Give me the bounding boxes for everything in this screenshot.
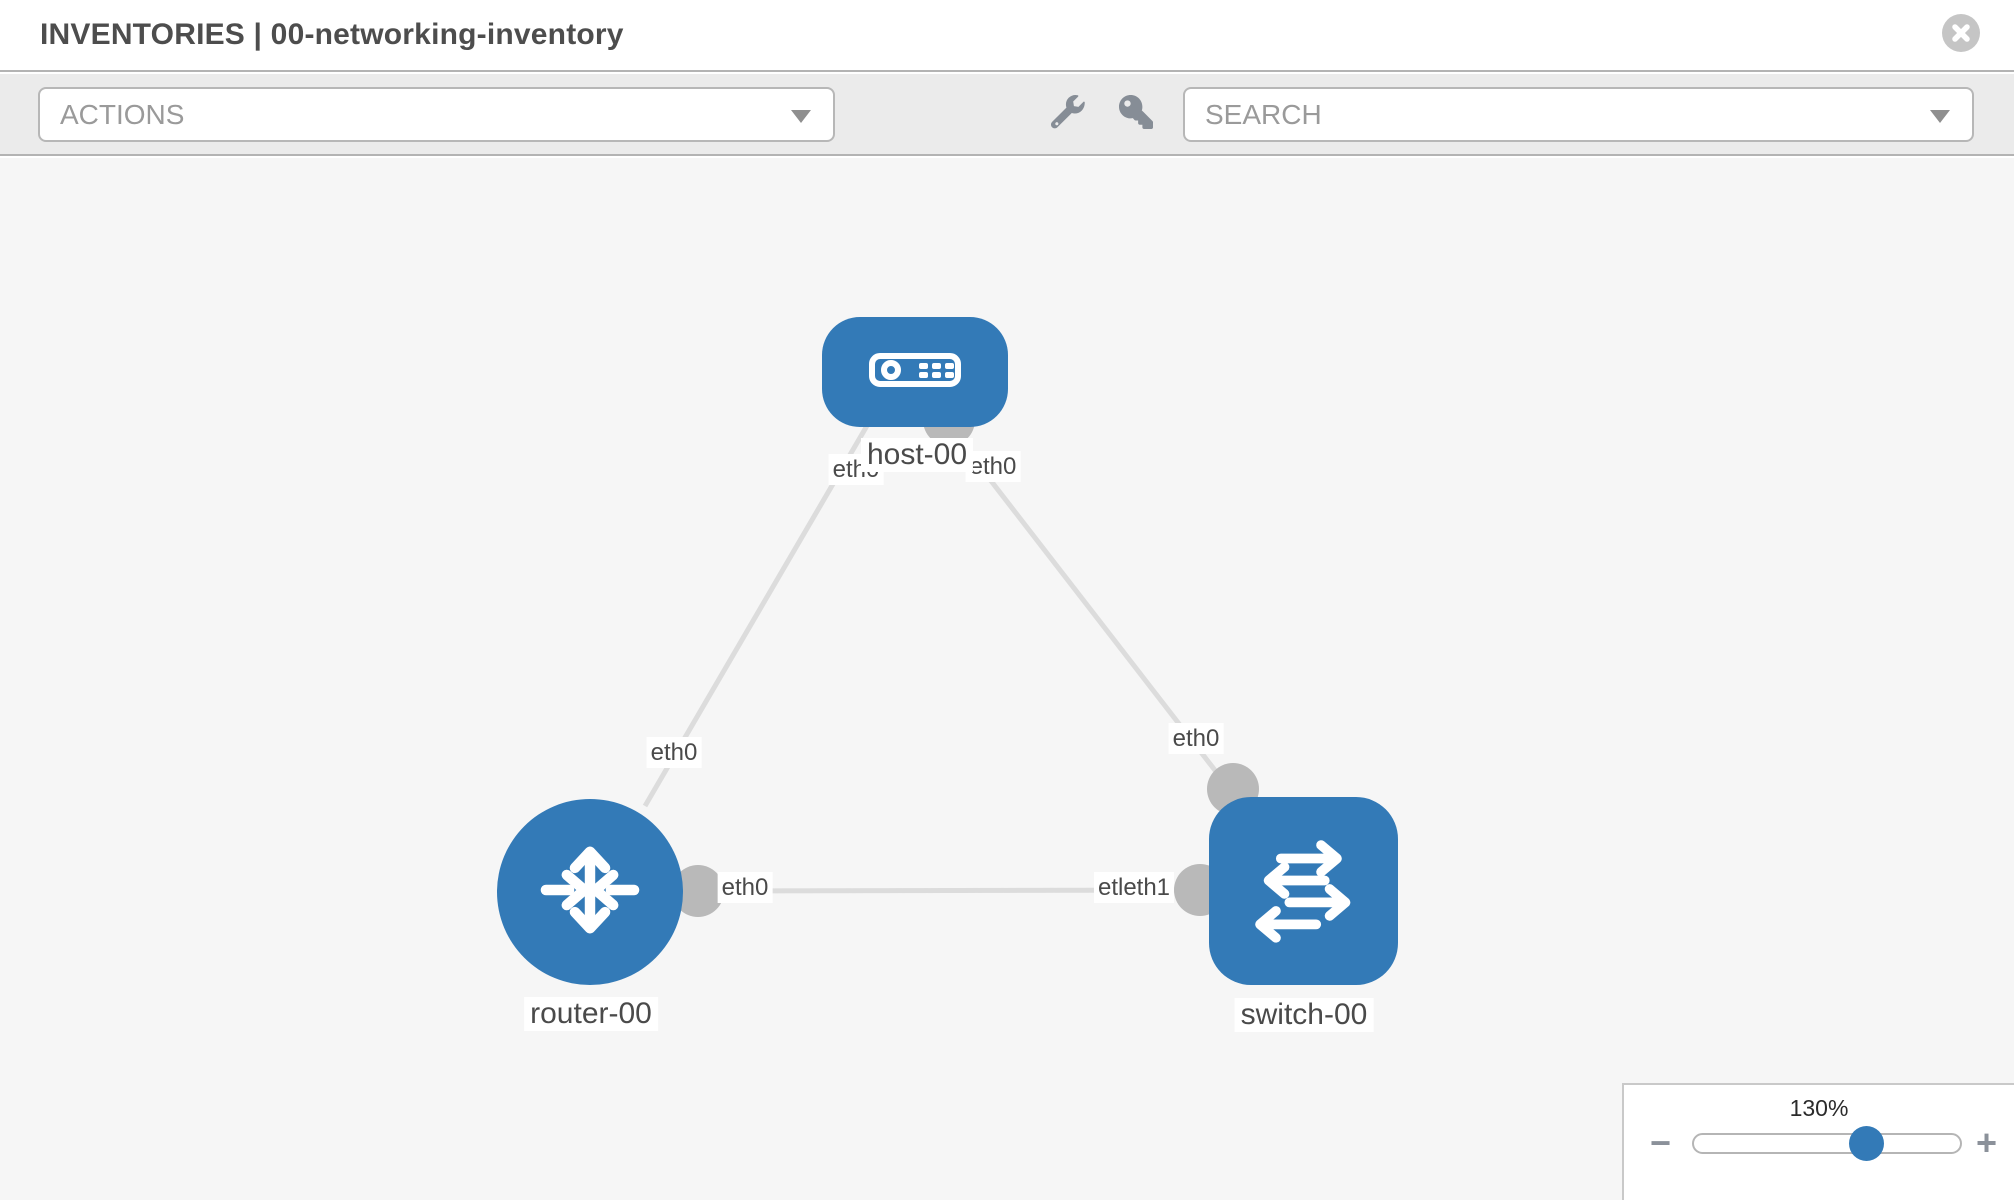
key-icon: [1119, 94, 1153, 134]
zoom-percentage: 130%: [1789, 1095, 1849, 1121]
zoom-control-panel: 130% − +: [1622, 1083, 2014, 1200]
close-button[interactable]: [1942, 14, 1980, 52]
zoom-slider-handle[interactable]: [1849, 1126, 1884, 1161]
zoom-out-button[interactable]: −: [1650, 1122, 1672, 1163]
toolbar: ACTIONS SEARCH: [0, 74, 2014, 156]
node-label-host: host-00: [860, 438, 974, 472]
node-host-00[interactable]: [822, 317, 1008, 427]
switch-icon: [1243, 828, 1365, 955]
interface-label: eth0: [1168, 723, 1224, 754]
interface-label: etleth1: [1093, 872, 1175, 903]
host-icon: [869, 352, 961, 392]
topology-links: [642, 394, 1259, 917]
interface-dot: [672, 865, 724, 917]
panel-header: INVENTORIES | 00-networking-inventory: [0, 0, 2014, 72]
search-dropdown-label: SEARCH: [1205, 99, 1322, 130]
search-dropdown[interactable]: SEARCH: [1183, 87, 1974, 142]
chevron-down-icon: [1930, 110, 1950, 123]
topology-canvas[interactable]: eth0 eth0 eth0 eth0 eth0 etleth1 host-00…: [0, 158, 2014, 1200]
node-router-00[interactable]: [497, 799, 683, 985]
node-switch-00[interactable]: [1209, 797, 1398, 985]
router-icon: [532, 832, 648, 953]
wrench-icon: [1051, 94, 1085, 134]
interface-label: eth0: [646, 737, 702, 768]
zoom-in-button[interactable]: +: [1976, 1122, 1998, 1163]
interface-label: eth0: [717, 872, 773, 903]
zoom-slider-track[interactable]: [1692, 1133, 1962, 1154]
node-label-router: router-00: [524, 997, 658, 1031]
configure-button[interactable]: [1042, 88, 1094, 140]
node-label-switch: switch-00: [1234, 998, 1374, 1032]
interface-label: eth0: [965, 451, 1021, 482]
chevron-down-icon: [791, 110, 811, 123]
actions-dropdown-label: ACTIONS: [60, 99, 185, 130]
credentials-button[interactable]: [1110, 88, 1162, 140]
page-title: INVENTORIES | 00-networking-inventory: [40, 18, 624, 51]
actions-dropdown[interactable]: ACTIONS: [38, 87, 835, 142]
